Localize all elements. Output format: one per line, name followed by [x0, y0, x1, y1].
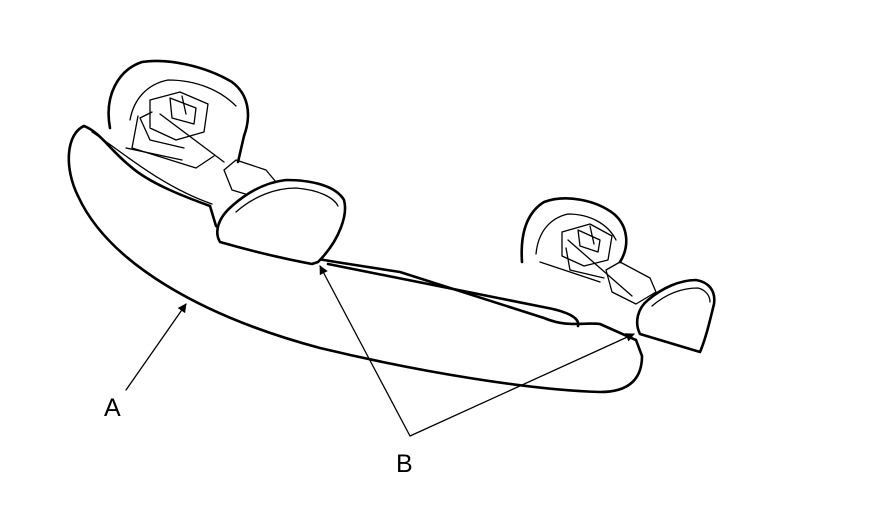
left-cover-cap-face: [235, 187, 339, 213]
right-bracket-housing: [520, 197, 628, 264]
left-bracket-clip: [139, 91, 209, 149]
left-bracket-tab: [131, 115, 215, 169]
left-bracket-inner-rim: [129, 79, 237, 121]
grab-handle: [67, 59, 716, 394]
leader-b-right: [409, 333, 635, 437]
right-bracket-clip: [561, 223, 613, 279]
leader-a: [125, 303, 187, 391]
handle-body: [67, 124, 644, 394]
callout-label-a: A: [104, 394, 121, 422]
right-cover-cap: [635, 278, 716, 354]
right-bracket-inner-rim: [535, 213, 617, 255]
handle-top-edge: [91, 131, 213, 205]
callout-label-b: B: [396, 450, 413, 478]
leader-lines: [125, 265, 635, 437]
leader-b-left: [319, 265, 411, 437]
right-bracket-detail: [539, 239, 633, 297]
right-cap-hinge: [605, 261, 657, 305]
left-cover-cap: [216, 178, 347, 266]
right-cover-cap-face: [651, 287, 711, 307]
left-bracket-housing: [107, 59, 250, 164]
left-bracket-detail: [125, 113, 225, 163]
handle-inner-edge: [326, 262, 580, 328]
